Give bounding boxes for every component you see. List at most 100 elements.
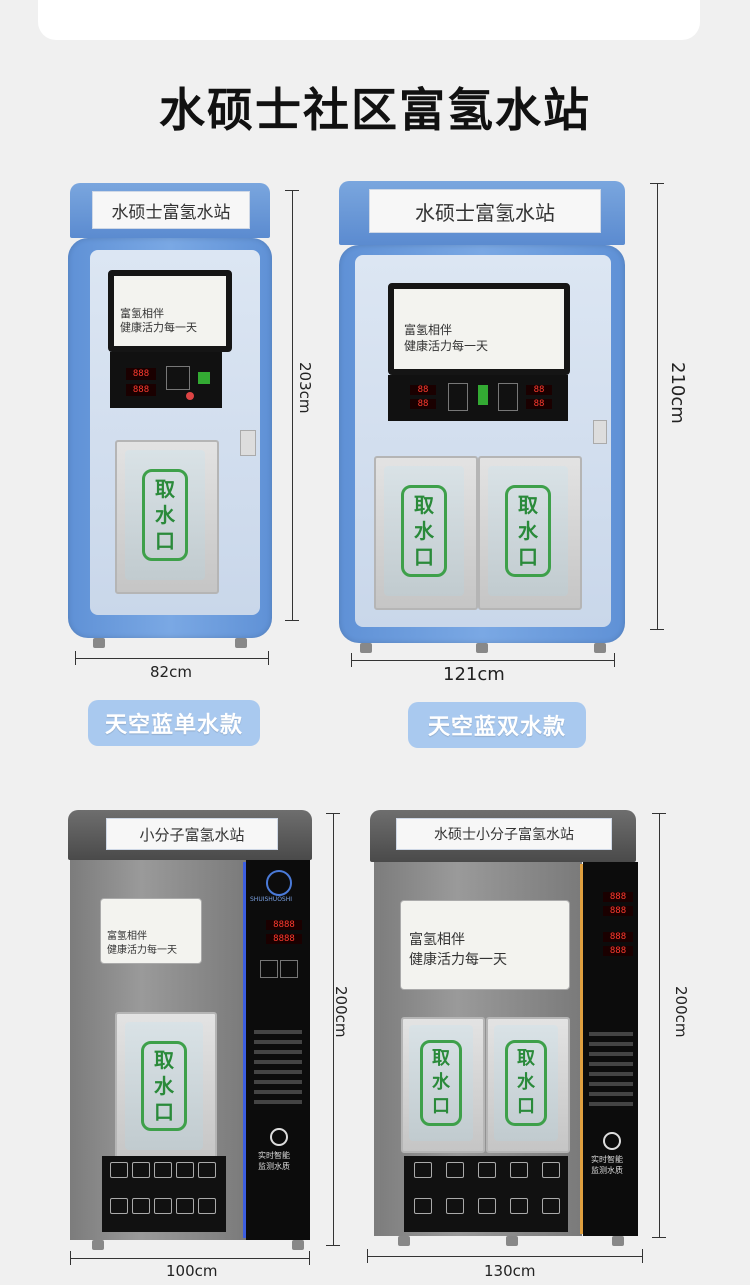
- display-screen: 富氢相伴 健康活力每一天: [400, 900, 570, 990]
- width-label: 100cm: [166, 1262, 218, 1280]
- screen-line2: 健康活力每一天: [120, 321, 197, 334]
- water-door-left[interactable]: 取 水 口: [374, 456, 478, 610]
- led-display: 8888: [266, 920, 302, 930]
- indicator-row: [589, 1062, 633, 1066]
- machine-foot: [235, 638, 247, 648]
- dimension-tick: [652, 1237, 666, 1238]
- meter: [166, 366, 190, 390]
- bottle-icon: 取 水 口: [142, 469, 188, 561]
- door-label-char: 水: [517, 1072, 535, 1093]
- door-window: 取 水 口: [494, 1025, 558, 1141]
- key-button[interactable]: [198, 1198, 216, 1214]
- key-button[interactable]: [110, 1162, 128, 1178]
- indicator-row: [254, 1090, 302, 1094]
- status-light: [186, 392, 194, 400]
- machine-foot: [92, 1240, 104, 1250]
- led-display: 88: [410, 385, 436, 395]
- key-button[interactable]: [446, 1162, 464, 1178]
- key-button[interactable]: [414, 1162, 432, 1178]
- machine-foot: [398, 1236, 410, 1246]
- key-button[interactable]: [510, 1162, 528, 1178]
- machine-foot: [360, 643, 372, 653]
- dimension-tick: [650, 183, 664, 184]
- door-label-char: 口: [155, 529, 175, 553]
- key-button[interactable]: [478, 1198, 496, 1214]
- indicator-row: [254, 1050, 302, 1054]
- water-door-right[interactable]: 取 水 口: [478, 456, 582, 610]
- led-display: 888: [603, 906, 633, 916]
- dimension-tick: [650, 629, 664, 630]
- door-label-char: 取: [517, 1048, 535, 1069]
- meter: [280, 960, 298, 978]
- screen-line1: 富氢相伴: [409, 932, 465, 948]
- dimension-tick: [326, 1245, 340, 1246]
- lock-icon[interactable]: [593, 420, 607, 444]
- key-button[interactable]: [542, 1198, 560, 1214]
- machine-sign: 水硕士富氢水站: [339, 181, 625, 245]
- meter: [260, 960, 278, 978]
- key-button[interactable]: [478, 1162, 496, 1178]
- key-button[interactable]: [446, 1198, 464, 1214]
- led-display: 8888: [266, 934, 302, 944]
- led-display: 88: [410, 399, 436, 409]
- model-pill: 天空蓝双水款: [408, 702, 586, 748]
- machine-sign: 水硕士小分子富氢水站: [370, 810, 636, 862]
- water-door[interactable]: 取 水 口: [115, 440, 219, 594]
- dimension-tick: [70, 1251, 71, 1265]
- bottle-icon: 取 水 口: [505, 485, 551, 577]
- key-button[interactable]: [414, 1198, 432, 1214]
- door-label-char: 口: [414, 545, 434, 569]
- sign-label: 水硕士小分子富氢水站: [396, 818, 612, 850]
- key-button[interactable]: [176, 1162, 194, 1178]
- door-label-char: 口: [518, 545, 538, 569]
- bottle-icon: 取 水 口: [141, 1041, 187, 1131]
- key-button[interactable]: [132, 1162, 150, 1178]
- key-button[interactable]: [154, 1198, 172, 1214]
- key-button[interactable]: [132, 1198, 150, 1214]
- machine-foot: [612, 1236, 624, 1246]
- dimension-tick: [268, 651, 269, 665]
- door-window: 取 水 口: [125, 450, 205, 580]
- top-banner-strip: [38, 0, 700, 40]
- sign-label: 水硕士富氢水站: [369, 189, 601, 233]
- sign-label: 水硕士富氢水站: [92, 191, 250, 229]
- key-button[interactable]: [154, 1162, 172, 1178]
- display-screen: 富氢相伴 健康活力每一天: [100, 898, 202, 964]
- width-label: 121cm: [443, 664, 505, 685]
- height-label: 200cm: [672, 986, 690, 1038]
- screen-line2: 健康活力每一天: [107, 945, 177, 956]
- side-control-panel: SHUISHUOSHI 8888 8888 实时智能 监测水质: [246, 860, 310, 1240]
- dimension-tick: [285, 190, 299, 191]
- water-door-left[interactable]: 取 水 口: [401, 1017, 485, 1153]
- indicator-row: [589, 1102, 633, 1106]
- height-dimension-line: [657, 183, 658, 629]
- accent-strip: [243, 862, 246, 1238]
- key-button[interactable]: [542, 1162, 560, 1178]
- door-label-char: 取: [155, 477, 175, 501]
- status-light: [478, 385, 488, 405]
- key-button[interactable]: [510, 1198, 528, 1214]
- water-door-right[interactable]: 取 水 口: [486, 1017, 570, 1153]
- machine-foot: [292, 1240, 304, 1250]
- dimension-tick: [309, 1251, 310, 1265]
- door-window: 取 水 口: [384, 466, 464, 596]
- control-panel: 888 888: [110, 352, 222, 408]
- key-button[interactable]: [198, 1162, 216, 1178]
- door-label-char: 水: [414, 519, 434, 543]
- door-label-char: 取: [154, 1048, 174, 1072]
- height-label: 200cm: [332, 986, 350, 1038]
- led-display: 888: [126, 368, 156, 380]
- height-dimension-line: [292, 190, 293, 620]
- lock-icon[interactable]: [240, 430, 256, 456]
- door-window: 取 水 口: [409, 1025, 473, 1141]
- door-label-char: 口: [517, 1096, 535, 1117]
- width-label: 82cm: [150, 663, 192, 681]
- key-button[interactable]: [110, 1198, 128, 1214]
- side-control-panel: 888 888 888 888 实时智能 监测水质: [583, 862, 638, 1236]
- led-display: 88: [526, 399, 552, 409]
- height-dimension-line: [659, 813, 660, 1237]
- key-button[interactable]: [176, 1198, 194, 1214]
- status-light: [198, 372, 210, 384]
- led-display: 888: [603, 892, 633, 902]
- water-door[interactable]: 取 水 口: [115, 1012, 217, 1164]
